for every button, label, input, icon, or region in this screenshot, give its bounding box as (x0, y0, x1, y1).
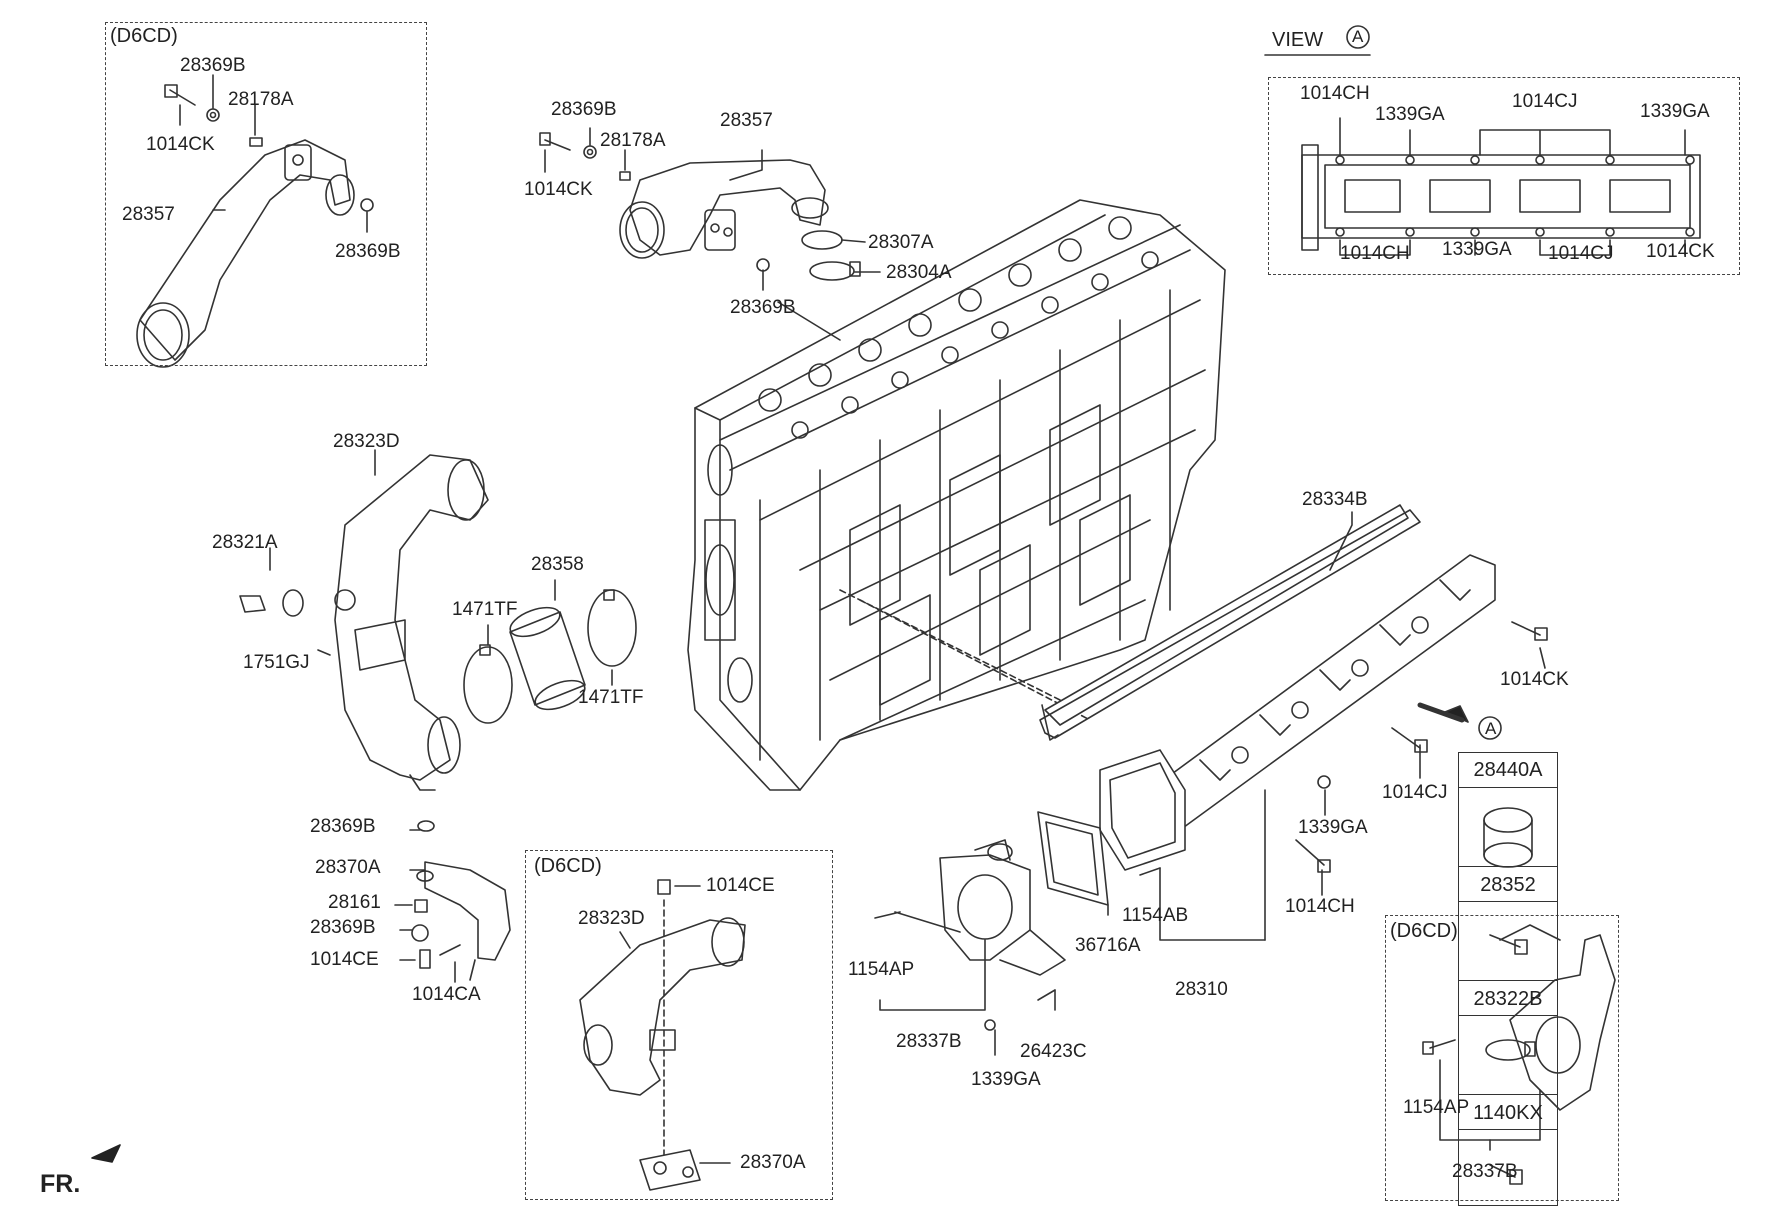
callout-1014CH[interactable]: 1014CH (1340, 243, 1410, 264)
variant-box-bottom-center (525, 850, 833, 1200)
callout-28178A[interactable]: 28178A (228, 89, 294, 110)
intake-manifold-drawing (1099, 554, 1496, 871)
callout-28334B[interactable]: 28334B (1302, 489, 1368, 510)
callout-28307A[interactable]: 28307A (868, 232, 934, 253)
side-parts-table (1458, 752, 1558, 1206)
callout-1014CE[interactable]: 1014CE (310, 949, 379, 970)
callout-36716A[interactable]: 36716A (1075, 935, 1141, 956)
callout-1339GA[interactable]: 1339GA (1640, 101, 1710, 122)
callout-28358[interactable]: 28358 (531, 554, 584, 575)
callout-28369B[interactable]: 28369B (180, 55, 246, 76)
variant-box-bottom-right (1385, 915, 1619, 1201)
callout-28357[interactable]: 28357 (122, 204, 175, 225)
callout-28370A[interactable]: 28370A (315, 857, 381, 878)
d6cd-inlet-elbow-drawing (1422, 924, 1616, 1111)
bl-leaders (394, 829, 456, 983)
callout-1014CJ[interactable]: 1014CJ (1512, 91, 1578, 112)
tl-small-parts (164, 84, 374, 212)
callout-1339GA[interactable]: 1339GA (1298, 817, 1368, 838)
callout-28321A[interactable]: 28321A (212, 532, 278, 553)
callout-1014CH[interactable]: 1014CH (1285, 896, 1355, 917)
hose-clamps-1471TF-drawing (463, 589, 637, 724)
callout-28370A[interactable]: 28370A (740, 1152, 806, 1173)
br-leaders (1439, 1059, 1541, 1151)
intake-manifold-gasket-drawing (1039, 504, 1421, 741)
callout-1014CK[interactable]: 1014CK (146, 134, 215, 155)
cylinder-block-drawing (687, 199, 1226, 791)
callout-28337B[interactable]: 28337B (1452, 1161, 1518, 1182)
callout-28369B[interactable]: 28369B (335, 241, 401, 262)
variant-label-bottom-right: (D6CD) (1390, 920, 1458, 942)
side-part-1140KX[interactable]: 1140KX (1458, 1094, 1558, 1130)
callout-1339GA[interactable]: 1339GA (1375, 104, 1445, 125)
callout-28178A[interactable]: 28178A (600, 130, 666, 151)
callout-28369B[interactable]: 28369B (310, 816, 376, 837)
variant-box-top-left (105, 22, 427, 366)
callout-1154AP[interactable]: 1154AP (848, 959, 915, 980)
d6cd-intake-elbow-drawing (579, 879, 746, 1191)
coupling-hose-28358-drawing (509, 606, 586, 711)
side-parts-icons (1483, 807, 1536, 1185)
callout-1014CE[interactable]: 1014CE (706, 875, 775, 896)
left-small-parts (239, 589, 435, 832)
callout-28369B[interactable]: 28369B (730, 297, 796, 318)
callout-28337B[interactable]: 28337B (896, 1031, 962, 1052)
callout-28323D[interactable]: 28323D (333, 431, 400, 452)
tc-small-parts (539, 132, 770, 272)
view-label: VIEW (1272, 29, 1324, 51)
callout-1471TF[interactable]: 1471TF (578, 687, 644, 708)
callout-28161[interactable]: 28161 (328, 892, 381, 913)
callout-1014CJ[interactable]: 1014CJ (1382, 782, 1448, 803)
bracket-28370A-drawing (411, 861, 511, 981)
view-a-arrow (1417, 702, 1502, 740)
view-a-drawing (1264, 25, 1701, 256)
callout-28304A[interactable]: 28304A (886, 262, 952, 283)
callout-26423C[interactable]: 26423C (1020, 1041, 1087, 1062)
callout-1014CK[interactable]: 1014CK (524, 179, 593, 200)
callout-1339GA[interactable]: 1339GA (971, 1069, 1041, 1090)
callout-1154AB[interactable]: 1154AB (1122, 905, 1189, 926)
side-part-28440A[interactable]: 28440A (1458, 752, 1558, 788)
callout-28310[interactable]: 28310 (1175, 979, 1228, 1000)
callout-1471TF[interactable]: 1471TF (452, 599, 518, 620)
callout-1014CJ[interactable]: 1014CJ (1548, 243, 1614, 264)
front-label: FR. (40, 1170, 81, 1198)
view-letter: A (1352, 27, 1364, 46)
hose-clamp-28304A-drawing (809, 261, 861, 281)
callout-1014CK[interactable]: 1014CK (1646, 241, 1715, 262)
callout-1014CA[interactable]: 1014CA (412, 984, 481, 1005)
callout-1154AP[interactable]: 1154AP (1403, 1097, 1470, 1118)
d6cd-intake-pipe-drawing (136, 139, 355, 368)
callout-28369B[interactable]: 28369B (310, 917, 376, 938)
intake-elbow-28323D-drawing (334, 454, 489, 791)
callout-28357[interactable]: 28357 (720, 110, 773, 131)
variant-label-top-left: (D6CD) (110, 25, 178, 47)
o-ring-28307A-drawing (801, 230, 843, 250)
camshaft-journals (758, 216, 1159, 439)
side-part-28322B[interactable]: 28322B (1458, 980, 1558, 1016)
tl-leaders (179, 74, 368, 233)
manifold-bolts (874, 621, 1548, 1031)
callout-view-a-marker[interactable]: A (1485, 719, 1497, 738)
front-direction-arrow (91, 1144, 121, 1163)
variant-label-bottom-center: (D6CD) (534, 855, 602, 877)
tc-leaders (544, 127, 881, 291)
view-a-box (1268, 77, 1740, 275)
callout-1751GJ[interactable]: 1751GJ (243, 652, 310, 673)
leader-lines (879, 511, 1546, 1056)
callout-28369B[interactable]: 28369B (551, 99, 617, 120)
callout-1014CH[interactable]: 1014CH (1300, 83, 1370, 104)
left-leaders (269, 449, 613, 686)
callout-1014CK[interactable]: 1014CK (1500, 669, 1569, 690)
callout-1339GA[interactable]: 1339GA (1442, 239, 1512, 260)
side-part-28352[interactable]: 28352 (1458, 866, 1558, 902)
intake-pipe-28357-drawing (619, 159, 829, 259)
inlet-elbow-28337B-drawing (939, 839, 1031, 961)
gasket-36716A-drawing (1037, 811, 1109, 906)
bc-leaders (619, 885, 731, 1164)
callout-28323D[interactable]: 28323D (578, 908, 645, 929)
